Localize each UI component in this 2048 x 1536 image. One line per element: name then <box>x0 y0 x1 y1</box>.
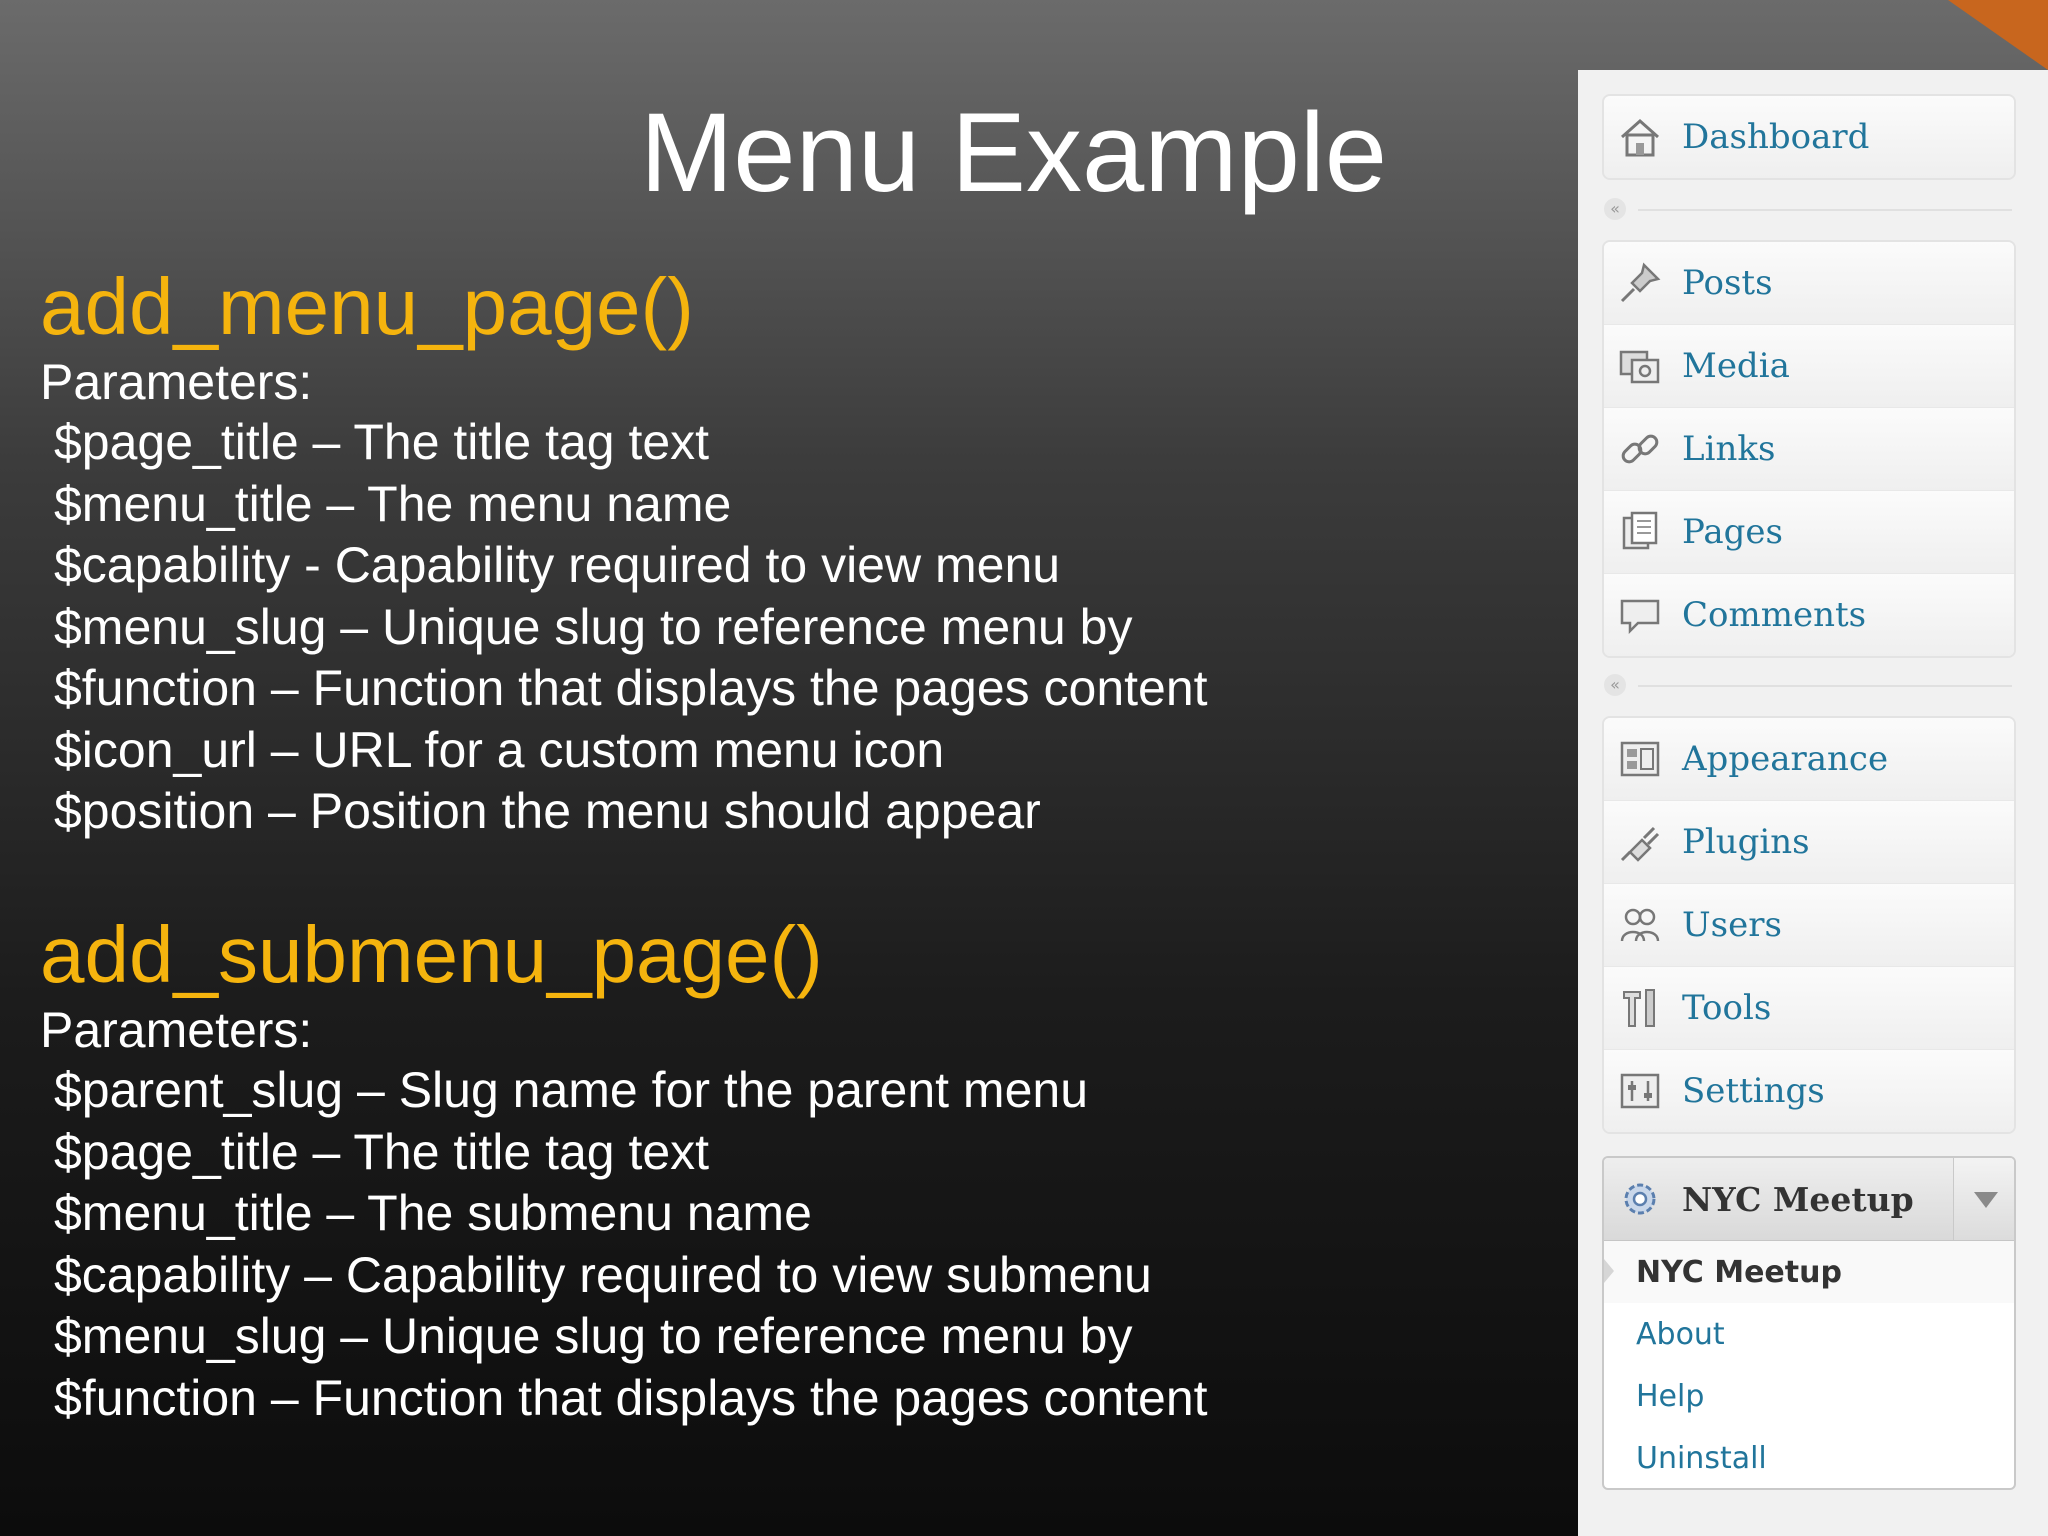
menu-group-dashboard: Dashboard <box>1602 94 2016 180</box>
menu-separator[interactable]: « <box>1604 674 2012 698</box>
menu-item-label: Dashboard <box>1682 117 1870 157</box>
menu-item-settings[interactable]: Settings <box>1604 1049 2014 1132</box>
menu-item-nyc-meetup[interactable]: NYC Meetup <box>1604 1158 2014 1241</box>
submenu-item-about[interactable]: About <box>1636 1316 1725 1352</box>
collapse-arrow-icon[interactable]: « <box>1604 198 1626 220</box>
pages-icon <box>1622 511 1658 550</box>
menu-group-settings: Appearance Plugins Users Tools Settings <box>1602 716 2016 1134</box>
menu-item-plugins[interactable]: Plugins <box>1604 800 2014 883</box>
menu-item-label: Settings <box>1682 1071 1825 1111</box>
menu-separator[interactable]: « <box>1604 198 2012 222</box>
settings-icon <box>1620 1073 1660 1109</box>
submenu-item-uninstall[interactable]: Uninstall <box>1636 1440 1767 1476</box>
param-line: $menu_title – The menu name <box>54 475 732 532</box>
menu-item-appearance[interactable]: Appearance <box>1604 718 2014 800</box>
menu-item-label: Posts <box>1682 263 1773 303</box>
slide-title: Menu Example <box>640 90 1388 215</box>
submenu-item-nyc-meetup[interactable]: NYC Meetup <box>1604 1241 2014 1303</box>
menu-item-label: Users <box>1682 905 1782 945</box>
users-icon <box>1620 908 1660 942</box>
speech-bubble-icon <box>1620 599 1660 635</box>
appearance-icon <box>1620 741 1660 777</box>
collapse-arrow-icon[interactable]: « <box>1604 674 1626 696</box>
gear-icon <box>1624 1183 1656 1215</box>
param-line: $menu_title – The submenu name <box>54 1185 812 1241</box>
function-name-add-menu-page: add_menu_page() <box>40 262 694 351</box>
menu-item-label: Appearance <box>1682 739 1889 779</box>
submenu-item-help[interactable]: Help <box>1636 1378 1705 1414</box>
params-label: Parameters: <box>40 1002 313 1058</box>
submenu-section: add_submenu_page() Parameters: $parent_s… <box>40 910 1560 1429</box>
menu-section: add_menu_page() Parameters: $page_title … <box>40 262 1560 843</box>
menu-item-tools[interactable]: Tools <box>1604 966 2014 1049</box>
function-name-add-submenu-page: add_submenu_page() <box>40 910 823 999</box>
corner-accent <box>1948 0 2048 70</box>
menu-item-pages[interactable]: Pages <box>1604 490 2014 573</box>
media-icon <box>1619 350 1660 384</box>
param-line: $position – Position the menu should app… <box>54 783 1041 839</box>
menu-item-posts[interactable]: Posts <box>1604 242 2014 324</box>
pushpin-icon <box>1620 262 1661 303</box>
menu-item-label: Media <box>1682 346 1790 386</box>
menu-item-media[interactable]: Media <box>1604 324 2014 407</box>
param-line: $capability – Capability required to vie… <box>54 1246 1152 1303</box>
submenu-toggle-button[interactable] <box>1953 1158 2014 1240</box>
param-line: $menu_slug – Unique slug to reference me… <box>54 1308 1133 1364</box>
param-line: $parent_slug – Slug name for the parent … <box>54 1062 1089 1118</box>
menu-item-users[interactable]: Users <box>1604 883 2014 966</box>
menu-item-label: Comments <box>1682 595 1867 635</box>
menu-item-label: NYC Meetup <box>1682 1179 1914 1219</box>
param-line: $menu_slug – Unique slug to reference me… <box>54 598 1133 655</box>
menu-item-dashboard[interactable]: Dashboard <box>1604 96 2014 178</box>
param-line: $function – Function that displays the p… <box>54 660 1208 716</box>
menu-item-label: Links <box>1682 429 1776 469</box>
tools-icon <box>1623 989 1655 1027</box>
wp-admin-menu: Dashboard « Posts Media Links Pages Comm… <box>1578 70 2048 1536</box>
param-line: $icon_url – URL for a custom menu icon <box>54 721 945 778</box>
dashboard-icon <box>1621 118 1659 157</box>
plug-icon <box>1620 826 1660 862</box>
menu-item-comments[interactable]: Comments <box>1604 573 2014 656</box>
param-line: $page_title – The title tag text <box>54 1123 710 1180</box>
menu-group-content: Posts Media Links Pages Comments <box>1602 240 2016 658</box>
chain-link-icon <box>1621 434 1659 464</box>
menu-item-label: Plugins <box>1682 822 1810 862</box>
param-line: $function – Function that displays the p… <box>54 1369 1208 1426</box>
param-line: $page_title – The title tag text <box>54 414 710 470</box>
params-label: Parameters: <box>40 354 313 410</box>
menu-group-nyc-meetup: NYC Meetup NYC Meetup About Help Uninsta… <box>1602 1156 2016 1490</box>
param-line: $capability - Capability required to vie… <box>54 537 1061 593</box>
menu-item-label: Tools <box>1682 988 1772 1028</box>
menu-item-links[interactable]: Links <box>1604 407 2014 490</box>
menu-item-label: Pages <box>1682 512 1783 552</box>
